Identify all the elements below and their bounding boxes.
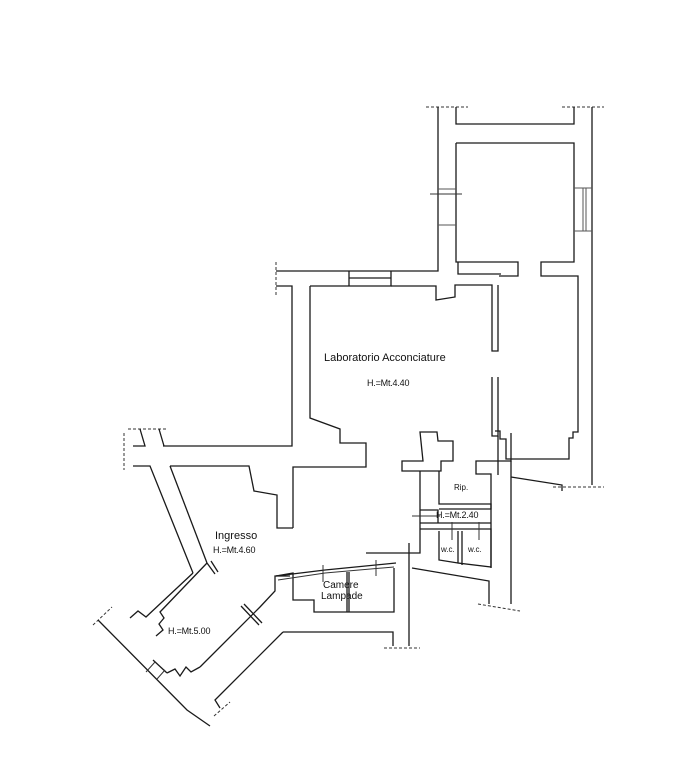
laboratorio-walls	[163, 262, 512, 528]
ingresso-walls	[92, 428, 394, 727]
room-name-camere-lampade-line2: Lampade	[321, 591, 363, 602]
services-walls	[366, 461, 604, 646]
north-wing-walls	[276, 106, 604, 485]
room-name-wc-1: w.c.	[441, 545, 455, 554]
room-name-laboratorio: Laboratorio Acconciature	[324, 352, 446, 364]
room-name-wc-2: w.c.	[468, 545, 482, 554]
room-height-servizi: H.=Mt.2.40	[436, 510, 479, 520]
camere-lampade-walls	[275, 560, 420, 649]
room-name-camere-lampade-line1: Camere	[323, 580, 359, 591]
room-height-ingresso: H.=Mt.4.60	[213, 545, 256, 555]
room-name-ripostiglio: Rip.	[454, 483, 469, 492]
room-height-laboratorio: H.=Mt.4.40	[367, 378, 410, 388]
room-name-ingresso: Ingresso	[215, 530, 258, 542]
room-height-lower-room: H.=Mt.5.00	[168, 626, 211, 636]
